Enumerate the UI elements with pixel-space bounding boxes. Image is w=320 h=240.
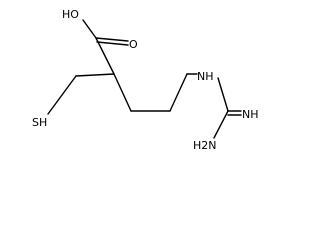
imine-label: NH xyxy=(242,108,259,121)
carbonyl-oxygen-label: O xyxy=(129,38,138,51)
structure-diagram: HO O SH NH NH H2N xyxy=(32,8,259,152)
thiol-label: SH xyxy=(32,116,47,129)
bond-carboxyl-ch xyxy=(95,37,115,75)
bond-nh-cguan xyxy=(217,77,229,112)
bond-c-o-double-2 xyxy=(96,41,129,46)
bond-cguan-nh2 xyxy=(213,110,229,139)
bond-oh-c xyxy=(82,19,97,39)
hydroxyl-label: HO xyxy=(62,8,79,21)
amino-label: H2N xyxy=(193,139,217,152)
bonds xyxy=(47,19,242,139)
bond-ch-ch2-left xyxy=(75,73,115,77)
bond-c-o-double-1 xyxy=(95,37,129,42)
amine-label: NH xyxy=(197,70,214,83)
bond-ch2-sh xyxy=(47,75,77,115)
bond-chain-2 xyxy=(169,73,188,112)
bond-ch-ch2-chain xyxy=(113,73,132,112)
